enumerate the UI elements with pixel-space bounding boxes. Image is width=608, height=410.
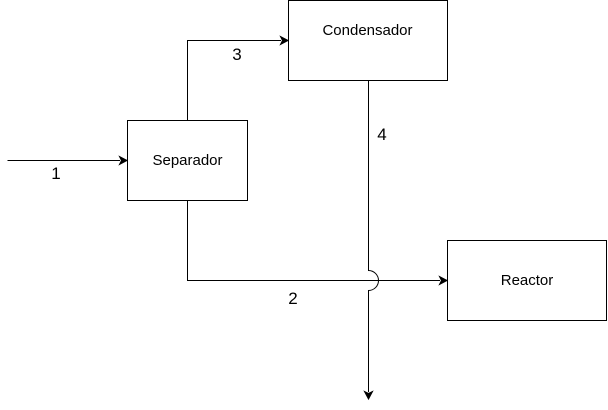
node-reactor[interactable]: Reactor <box>447 240 607 321</box>
stream-4-line[interactable] <box>368 80 379 392</box>
stream-4[interactable]: 4 <box>363 80 387 401</box>
reactor-box[interactable] <box>447 240 607 321</box>
stream-1-arrowhead-icon <box>118 155 129 166</box>
stream-4-label: 4 <box>377 125 386 144</box>
stream-1[interactable]: 1 <box>7 155 129 184</box>
node-separador[interactable]: Separador <box>127 120 248 201</box>
node-condensador[interactable]: Condensador <box>288 0 448 81</box>
stream-4-arrowhead-icon <box>363 390 374 401</box>
stream-2-label: 2 <box>288 289 297 308</box>
stream-2-arrowhead-icon <box>438 275 449 286</box>
stream-3[interactable]: 3 <box>187 35 290 121</box>
separador-box[interactable] <box>127 120 248 201</box>
stream-3-line[interactable] <box>187 40 282 121</box>
stream-3-arrowhead-icon <box>279 35 290 46</box>
condensador-label: Condensador <box>322 22 412 39</box>
stream-2-line[interactable] <box>187 200 441 281</box>
stream-3-label: 3 <box>232 45 241 64</box>
stream-2[interactable]: 2 <box>187 200 449 308</box>
condensador-box[interactable] <box>288 0 448 81</box>
stream-1-label: 1 <box>51 164 60 183</box>
separador-label: Separador <box>152 152 222 169</box>
reactor-label: Reactor <box>501 272 554 289</box>
